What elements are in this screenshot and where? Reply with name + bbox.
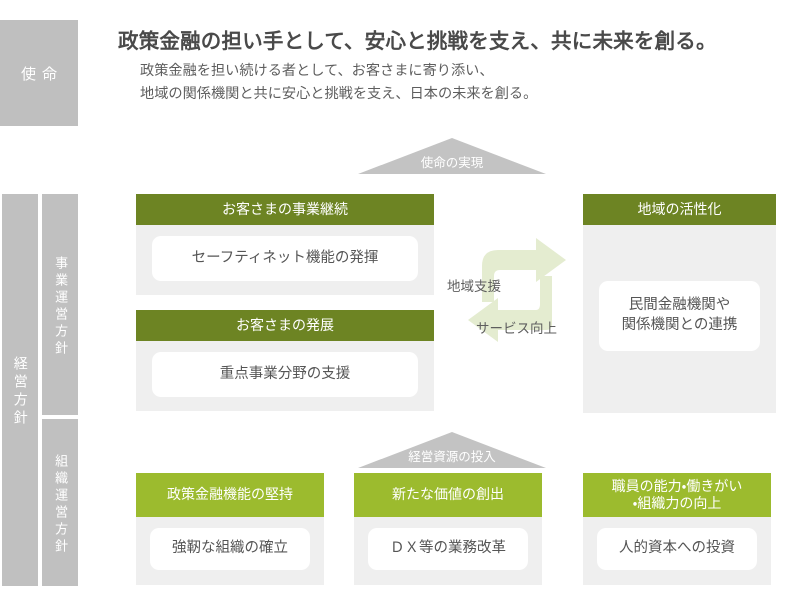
panel-policy-finance-function: 政策金融機能の堅持 強靭な組織の確立 (136, 473, 324, 585)
mission-realization-banner-label: 使命の実現 (420, 156, 484, 170)
mission-subtitle-line-1: 政策金融を担い続ける者として、お客さまに寄り添い、 (140, 63, 494, 79)
panel-header-regional-revitalization: 地域の活性化 (583, 194, 776, 225)
rail-business-operation-policy: 事業運営方針 (42, 194, 78, 415)
support-service-cycle-icon (462, 236, 572, 364)
panel-header-new-value-creation: 新たな価値の創出 (354, 473, 542, 517)
panel-header-policy-finance-function: 政策金融機能の堅持 (136, 473, 324, 517)
card-resilient-organization: 強靭な組織の確立 (150, 528, 310, 570)
panel-header-customer-business-continuity: お客さまの事業継続 (136, 194, 434, 225)
mission-badge: 使命 (0, 20, 78, 126)
panel-customer-development: お客さまの発展 重点事業分野の支援 (136, 310, 434, 411)
card-human-capital-investment: 人的資本への投資 (597, 528, 757, 570)
resource-input-banner: 経営資源の投入 (358, 432, 546, 468)
card-financial-institution-cooperation: 民間金融機関や 関係機関との連携 (599, 281, 760, 351)
panel-regional-revitalization: 地域の活性化 民間金融機関や 関係機関との連携 (583, 194, 776, 413)
panel-header-staff-capability-line-2: ・組織力の向上 (632, 495, 722, 511)
mission-subtitle: 政策金融を担い続ける者として、お客さまに寄り添い、 地域の関係機関と共に安心と挑… (140, 60, 780, 106)
panel-header-staff-capability: 職員の能力・働きがい ・組織力の向上 (583, 473, 771, 517)
panel-staff-capability: 職員の能力・働きがい ・組織力の向上 人的資本への投資 (583, 473, 771, 585)
mission-realization-banner: 使命の実現 (358, 138, 546, 174)
rail-management-policy: 経営方針 (2, 194, 38, 586)
mission-badge-label: 使命 (20, 65, 63, 83)
panel-customer-business-continuity: お客さまの事業継続 セーフティネット機能の発揮 (136, 194, 434, 295)
card-dx-business-reform: ＤＸ等の業務改革 (368, 528, 528, 570)
cycle-label-regional-support: 地域支援 (447, 279, 501, 294)
rail-organization-operation-policy: 組織運営方針 (42, 419, 78, 586)
card-cooperation-line-1: 民間金融機関や (628, 297, 731, 314)
panel-header-customer-development: お客さまの発展 (136, 310, 434, 341)
card-priority-field-support: 重点事業分野の支援 (152, 352, 418, 397)
mission-subtitle-line-2: 地域の関係機関と共に安心と挑戦を支え、日本の未来を創る。 (140, 86, 538, 102)
card-cooperation-line-2: 関係機関との連携 (621, 317, 738, 333)
panel-header-staff-capability-line-1: 職員の能力・働きがい (611, 477, 743, 494)
card-safety-net-function: セーフティネット機能の発揮 (152, 236, 418, 281)
panel-new-value-creation: 新たな価値の創出 ＤＸ等の業務改革 (354, 473, 542, 585)
cycle-label-service-improvement: サービス向上 (476, 321, 557, 336)
mission-headline: 政策金融の担い手として、安心と挑戦を支え、共に未来を創る。 (118, 30, 717, 53)
resource-input-banner-label: 経営資源の投入 (408, 450, 496, 464)
